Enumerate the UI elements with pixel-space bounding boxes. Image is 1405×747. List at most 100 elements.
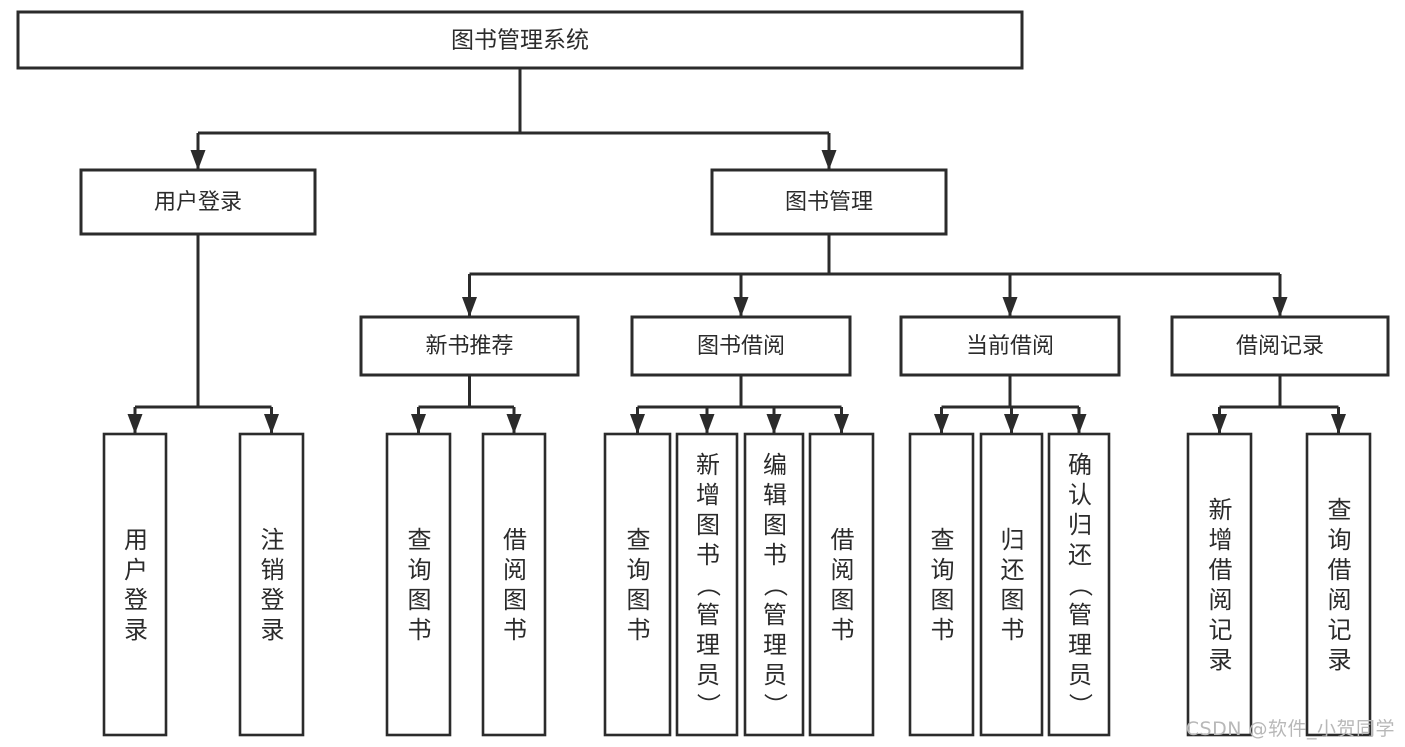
level2-label: 用户登录: [154, 190, 242, 215]
leaf-label-char: 书: [763, 541, 787, 569]
leaf-label-char: 录: [261, 616, 285, 644]
level2-node[interactable]: 图书管理: [710, 168, 948, 236]
leaf-label-char: 还: [1001, 556, 1025, 584]
arrow-head-icon: [821, 150, 837, 170]
connector-layer: [127, 68, 1346, 434]
leaf-box: [1047, 432, 1111, 737]
leaf-label-char: 借: [1209, 556, 1233, 584]
arrow-head-icon: [630, 414, 645, 434]
leaf-label-char: 图: [696, 511, 720, 539]
arrow-head-icon: [1071, 414, 1087, 434]
leaf-label-char: 阅: [831, 556, 855, 584]
leaf-box: [481, 432, 547, 737]
leaf-box: [385, 432, 452, 737]
leaf-label-char: 注: [261, 526, 285, 554]
leaf-label-char: 借: [1328, 556, 1352, 584]
root-label: 图书管理系统: [451, 28, 589, 54]
leaf-box: [1186, 432, 1253, 737]
leaf-label-char: 管: [1068, 601, 1092, 629]
leaf-box: [979, 432, 1044, 737]
leaf-label-char: 查: [931, 526, 955, 554]
leaf-label-char: 新: [1209, 496, 1233, 524]
leaf-box: [675, 432, 739, 737]
level3-node[interactable]: 图书借阅: [630, 315, 852, 377]
level2-box: [79, 168, 317, 236]
leaf-box: [908, 432, 975, 737]
leaf-label-char: 员: [763, 661, 787, 689]
root-node[interactable]: 图书管理系统: [16, 10, 1024, 70]
leaf-label-char: 新: [696, 451, 720, 479]
leaf-box: [808, 432, 875, 737]
level3-node[interactable]: 借阅记录: [1170, 315, 1390, 377]
leaf-label-char: 阅: [1209, 586, 1233, 614]
level3-box: [359, 315, 580, 377]
arrow-head-icon: [834, 414, 849, 434]
leaf-label-char: 销: [261, 556, 285, 584]
level3-node[interactable]: 当前借阅: [899, 315, 1121, 377]
leaf-label-char: 书: [503, 616, 527, 644]
leaf-label-char: 书: [1001, 616, 1025, 644]
leaf-label-char: 增: [1209, 526, 1233, 554]
arrow-head-icon: [1331, 414, 1346, 434]
leaf-box: [238, 432, 305, 737]
leaf-label-char: 书: [696, 541, 720, 569]
leaf-label-char: 员: [1068, 661, 1092, 689]
leaf-label-char: 归: [1001, 526, 1025, 554]
level2-node[interactable]: 用户登录: [79, 168, 317, 236]
leaf-label-char: 查: [408, 526, 432, 554]
leaf-label-char: 图: [1001, 586, 1025, 614]
arrow-head-icon: [1272, 297, 1288, 317]
leaf-label-char: 员: [696, 661, 720, 689]
arrow-head-icon: [766, 414, 782, 434]
level3-label: 新书推荐: [425, 334, 513, 359]
leaf-label-char: 理: [1068, 631, 1092, 659]
leaf-label-char: 增: [696, 481, 720, 509]
level3-box: [1170, 315, 1390, 377]
leaf-label-char: 录: [124, 616, 148, 644]
arrow-head-icon: [506, 414, 522, 434]
node-layer: 图书管理系统用户登录图书管理新书推荐图书借阅当前借阅借阅记录用户登录注销登录查询…: [16, 10, 1390, 737]
leaf-label-char: 记: [1328, 616, 1352, 644]
leaf-label-char: 阅: [1328, 586, 1352, 614]
leaf-node[interactable]: 用户登录: [102, 432, 168, 737]
level2-label: 图书管理: [785, 190, 873, 215]
leaf-box: [102, 432, 168, 737]
arrow-head-icon: [127, 414, 143, 434]
level2-box: [710, 168, 948, 236]
leaf-label-char: 管: [763, 601, 787, 629]
leaf-label-char: 查: [1328, 496, 1352, 524]
level3-box: [899, 315, 1121, 377]
leaf-label-char: 辑: [763, 481, 787, 509]
leaf-label-char: 图: [931, 586, 955, 614]
leaf-label-char: 询: [408, 556, 432, 584]
leaf-label-char: 图: [503, 586, 527, 614]
leaf-label-char: 借: [503, 526, 527, 554]
leaf-label-char: 录: [1328, 646, 1352, 674]
leaf-label-char: 询: [931, 556, 955, 584]
arrow-head-icon: [699, 414, 715, 434]
leaf-label-char: （: [1066, 573, 1094, 597]
level3-label: 图书借阅: [697, 334, 785, 359]
arrow-head-icon: [1004, 414, 1019, 434]
leaf-label-char: 登: [124, 586, 148, 614]
leaf-label-char: 图: [831, 586, 855, 614]
level3-node[interactable]: 新书推荐: [359, 315, 580, 377]
leaf-label-char: 确: [1068, 451, 1092, 479]
leaf-box: [743, 432, 805, 737]
leaf-label-char: 还: [1068, 541, 1092, 569]
arrow-head-icon: [1002, 297, 1018, 317]
leaf-label-char: （: [694, 573, 722, 597]
